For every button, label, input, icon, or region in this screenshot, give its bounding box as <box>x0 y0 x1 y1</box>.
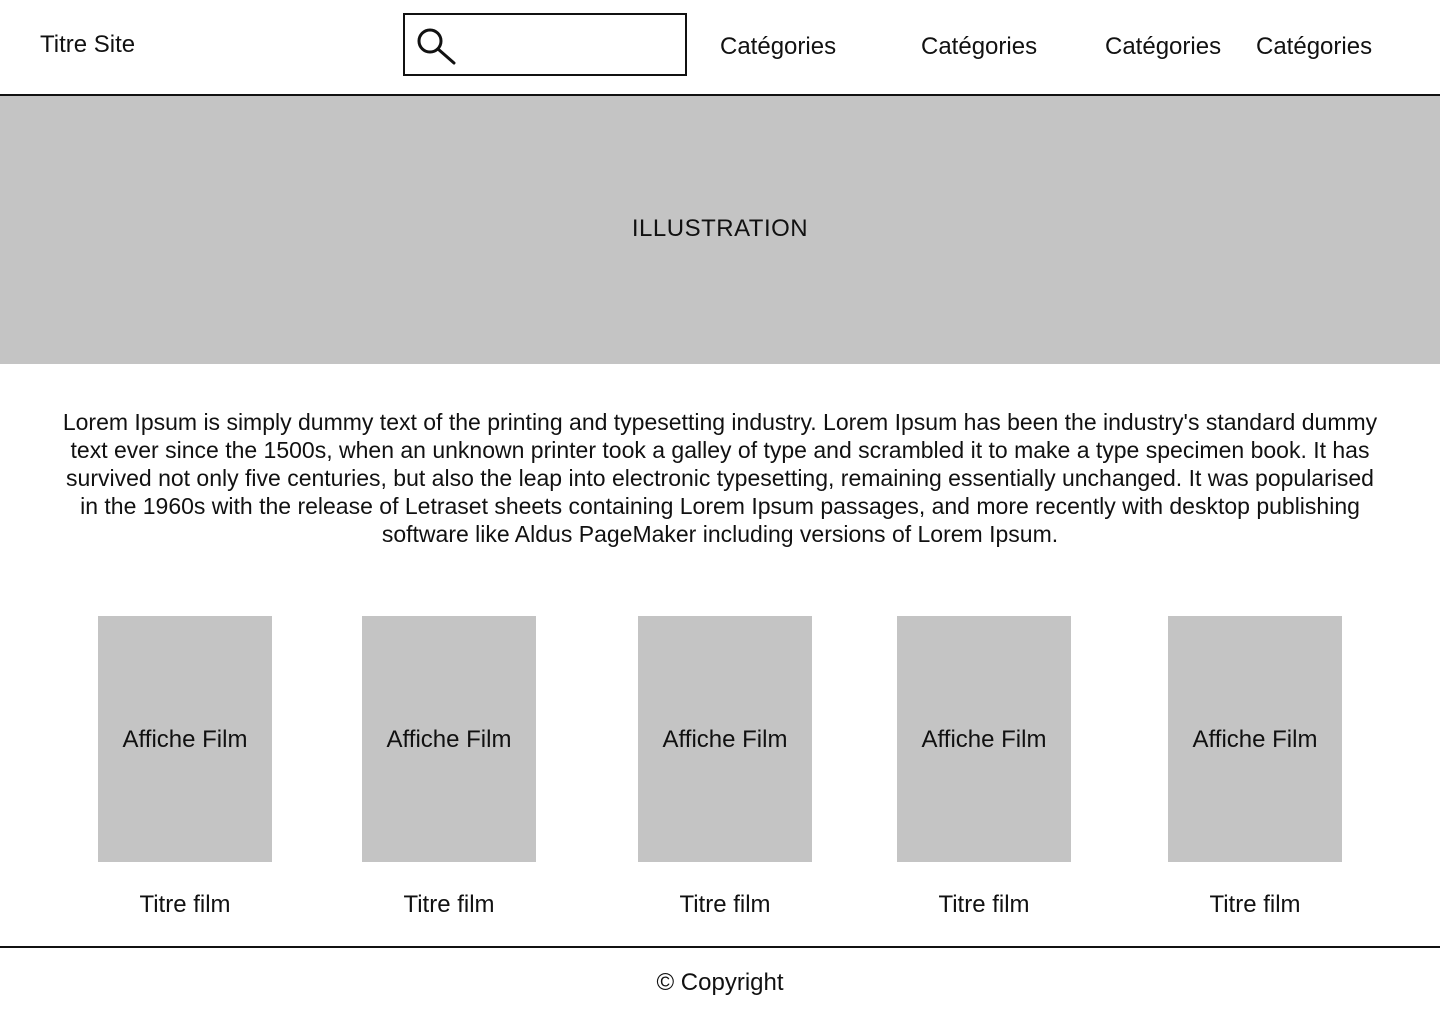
search-input[interactable] <box>461 23 673 65</box>
intro-text: Lorem Ipsum is simply dummy text of the … <box>62 409 1378 547</box>
film-poster[interactable]: Affiche Film <box>638 616 812 862</box>
nav-item-categories-2[interactable]: Catégories <box>921 33 1038 60</box>
nav-item-categories-3[interactable]: Catégories <box>1105 33 1222 60</box>
poster-label: Affiche Film <box>122 726 248 753</box>
hero-illustration: ILLUSTRATION <box>0 96 1440 364</box>
nav-item-categories-4[interactable]: Catégories <box>1256 33 1373 60</box>
film-title[interactable]: Titre film <box>1209 891 1301 918</box>
poster-label: Affiche Film <box>386 726 512 753</box>
poster-label: Affiche Film <box>1192 726 1318 753</box>
search-box[interactable] <box>403 13 687 76</box>
hero-label: ILLUSTRATION <box>631 215 809 242</box>
site-title[interactable]: Titre Site <box>40 31 136 58</box>
film-poster[interactable]: Affiche Film <box>897 616 1071 862</box>
film-poster[interactable]: Affiche Film <box>98 616 272 862</box>
poster-label: Affiche Film <box>662 726 788 753</box>
site-header: Titre Site Catégories Catégories Catégor… <box>0 0 1440 96</box>
film-poster[interactable]: Affiche Film <box>1168 616 1342 862</box>
search-icon[interactable] <box>415 27 457 67</box>
film-title[interactable]: Titre film <box>139 891 231 918</box>
film-title[interactable]: Titre film <box>938 891 1030 918</box>
poster-label: Affiche Film <box>921 726 1047 753</box>
nav-item-categories-1[interactable]: Catégories <box>720 33 837 60</box>
film-title[interactable]: Titre film <box>679 891 771 918</box>
copyright-text: © Copyright <box>656 969 784 996</box>
film-title[interactable]: Titre film <box>403 891 495 918</box>
site-footer: © Copyright <box>0 946 1440 1026</box>
film-poster[interactable]: Affiche Film <box>362 616 536 862</box>
